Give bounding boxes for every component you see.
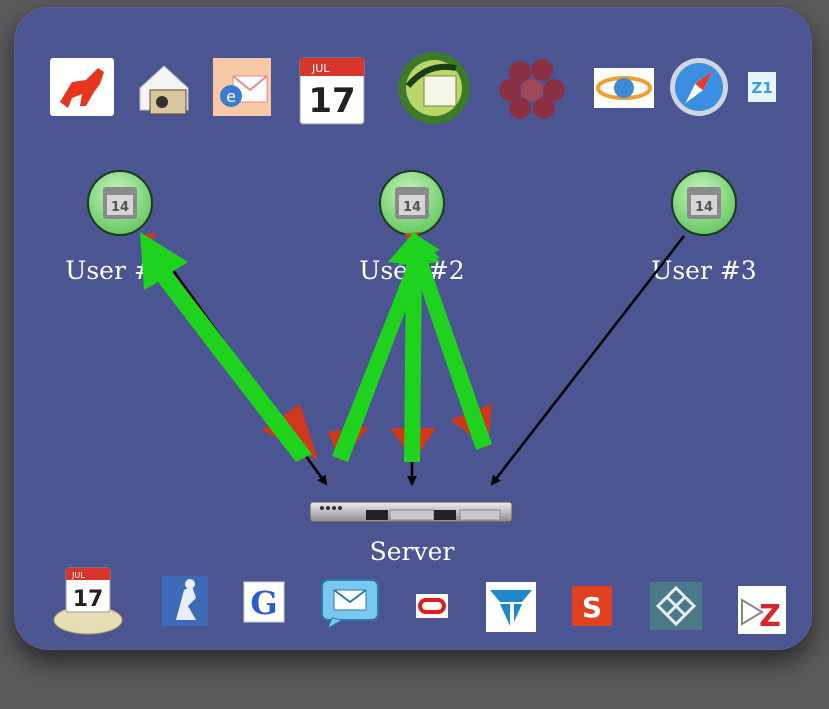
- ical-calendar-icon: JUL 17: [299, 57, 365, 125]
- google-g-icon: G: [243, 581, 285, 623]
- svg-text:JUL: JUL: [311, 62, 330, 75]
- svg-text:Z1: Z1: [751, 79, 772, 97]
- top-icon-row: e JUL 17: [50, 52, 776, 125]
- user-node-3: 14: [671, 170, 737, 236]
- grape-cluster-icon: [499, 59, 565, 119]
- mail-z-icon: Z: [738, 586, 786, 634]
- safari-compass-icon: [670, 58, 728, 116]
- user-3-label: User #3: [651, 256, 756, 285]
- chat-mail-icon: [321, 579, 379, 630]
- z1-icon: Z1: [748, 72, 776, 102]
- sunbird-calendar-icon: [398, 52, 470, 124]
- knot-pattern-icon: [650, 582, 702, 630]
- bottom-icon-row: JUL 17 G S: [53, 567, 786, 635]
- e-letter-icon: e: [226, 87, 236, 106]
- red-dog-app-icon: [50, 58, 114, 116]
- calendar-icon: 14: [687, 187, 721, 219]
- connector-user3-server: [490, 235, 685, 486]
- server-icon: [309, 501, 513, 523]
- sync-arrow-user1: [140, 232, 312, 462]
- sync-arrow-user2-right: [398, 232, 492, 450]
- svg-text:S: S: [582, 591, 602, 624]
- oracle-icon: [416, 594, 448, 618]
- svg-text:JUL: JUL: [71, 571, 85, 580]
- calendar-icon: 14: [395, 187, 429, 219]
- user-node-1: 14: [87, 170, 153, 236]
- svg-text:14: 14: [695, 200, 713, 215]
- calendar-server-icon: JUL 17: [53, 567, 123, 635]
- praying-figure-icon: [162, 576, 208, 626]
- svg-text:17: 17: [308, 81, 355, 121]
- cube-logo-icon: [486, 582, 536, 632]
- server-label: Server: [370, 537, 455, 566]
- user-node-2: 14: [379, 170, 445, 236]
- sync-arrows: [140, 232, 492, 462]
- svg-text:14: 14: [111, 200, 129, 215]
- e-mail-envelope-icon: e: [213, 58, 271, 116]
- svg-text:Z: Z: [759, 599, 781, 634]
- svg-text:G: G: [250, 584, 277, 622]
- s-logo-icon: S: [572, 586, 612, 626]
- mail-stamp-icon: [139, 65, 189, 115]
- calendar-icon: 14: [103, 187, 137, 219]
- svg-text:14: 14: [403, 200, 421, 215]
- sync-arrow-user2-mid: [388, 232, 440, 462]
- svg-text:17: 17: [73, 587, 104, 612]
- globe-sync-icon: [594, 68, 654, 108]
